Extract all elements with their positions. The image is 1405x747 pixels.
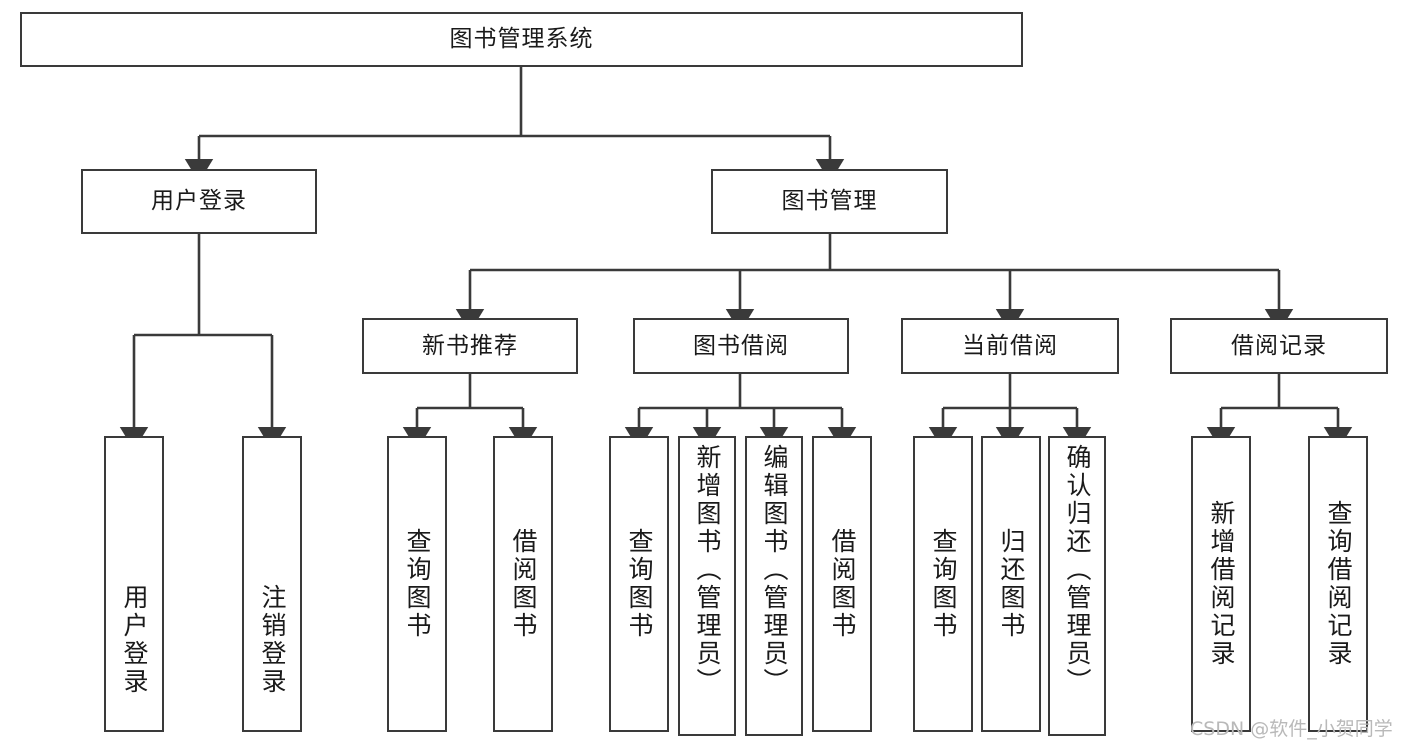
leaf-current-borrow-return[interactable]: 归还图书 (981, 436, 1041, 732)
leaf-book-borrow-add[interactable]: 新增图书（管理员） (678, 436, 736, 736)
node-user-login[interactable]: 用户登录 (81, 169, 317, 234)
leaf-book-borrow-lend[interactable]: 借阅图书 (812, 436, 872, 732)
leaf-book-borrow-query[interactable]: 查询图书 (609, 436, 669, 732)
leaf-book-borrow-lend-label: 借阅图书 (828, 528, 857, 640)
leaf-current-borrow-query[interactable]: 查询图书 (913, 436, 973, 732)
leaf-borrow-record-query[interactable]: 查询借阅记录 (1308, 436, 1368, 732)
node-root[interactable]: 图书管理系统 (20, 12, 1023, 67)
node-current-borrow[interactable]: 当前借阅 (901, 318, 1119, 374)
node-new-book-recommend-label: 新书推荐 (422, 332, 518, 359)
leaf-user-login-signout[interactable]: 注销登录 (242, 436, 302, 732)
node-book-management-label: 图书管理 (781, 188, 878, 214)
leaf-user-login-signin-label: 用户登录 (120, 584, 149, 696)
node-book-borrow[interactable]: 图书借阅 (633, 318, 849, 374)
watermark-text: CSDN @软件_小贺同学 (1190, 718, 1393, 740)
node-root-label: 图书管理系统 (449, 26, 594, 52)
leaf-current-borrow-confirm-label: 确认归还（管理员） (1063, 444, 1092, 696)
leaf-book-borrow-add-label: 新增图书（管理员） (693, 444, 722, 696)
leaf-new-book-borrow[interactable]: 借阅图书 (493, 436, 553, 732)
leaf-user-login-signout-label: 注销登录 (258, 584, 287, 696)
leaf-borrow-record-query-label: 查询借阅记录 (1324, 500, 1353, 668)
leaf-new-book-borrow-label: 借阅图书 (509, 528, 538, 640)
leaf-user-login-signin[interactable]: 用户登录 (104, 436, 164, 732)
leaf-borrow-record-add-label: 新增借阅记录 (1207, 500, 1236, 668)
leaf-new-book-query-label: 查询图书 (403, 528, 432, 640)
leaf-book-borrow-edit-label: 编辑图书（管理员） (760, 444, 789, 696)
node-borrow-record-label: 借阅记录 (1231, 332, 1327, 359)
leaf-book-borrow-edit[interactable]: 编辑图书（管理员） (745, 436, 803, 736)
node-book-borrow-label: 图书借阅 (693, 332, 789, 359)
node-current-borrow-label: 当前借阅 (962, 332, 1058, 359)
node-new-book-recommend[interactable]: 新书推荐 (362, 318, 578, 374)
leaf-current-borrow-return-label: 归还图书 (997, 528, 1026, 640)
node-book-management[interactable]: 图书管理 (711, 169, 948, 234)
leaf-new-book-query[interactable]: 查询图书 (387, 436, 447, 732)
leaf-book-borrow-query-label: 查询图书 (625, 528, 654, 640)
leaf-current-borrow-query-label: 查询图书 (929, 528, 958, 640)
node-borrow-record[interactable]: 借阅记录 (1170, 318, 1388, 374)
leaf-borrow-record-add[interactable]: 新增借阅记录 (1191, 436, 1251, 732)
node-user-login-label: 用户登录 (151, 188, 247, 214)
leaf-current-borrow-confirm[interactable]: 确认归还（管理员） (1048, 436, 1106, 736)
